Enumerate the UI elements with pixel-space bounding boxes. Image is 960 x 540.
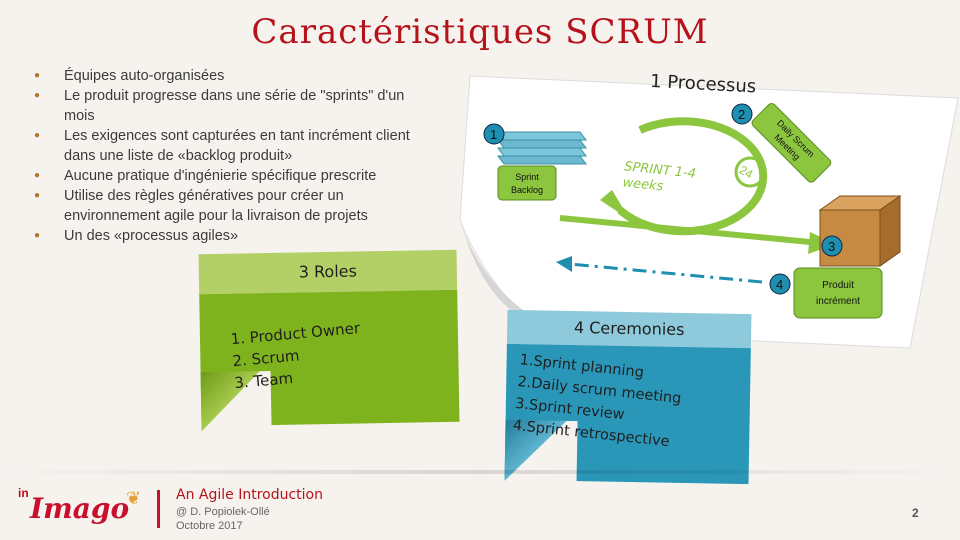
step-4-number: 4 xyxy=(776,277,783,292)
sprint-backlog-label: Sprint xyxy=(515,172,539,182)
roles-list: 1. Product Owner 2. Scrum 3. Team xyxy=(230,317,365,394)
daily-cycle-24: 24 xyxy=(737,163,756,182)
step-1-number: 1 xyxy=(490,127,497,142)
svg-text:Backlog: Backlog xyxy=(511,185,543,195)
step-4-badge xyxy=(769,273,791,295)
slide-title: Caractéristiques SCRUM xyxy=(251,12,709,52)
bullet-item: Le produit progresse dans une série de "… xyxy=(34,86,434,126)
page-number: 2 xyxy=(912,506,919,520)
bullet-item: Utilise des règles génératives pour crée… xyxy=(34,186,434,226)
step-3-number: 3 xyxy=(828,239,835,254)
daily-scrum-box xyxy=(751,102,832,183)
inimago-logo: in Imago ❦ xyxy=(18,486,142,525)
bullet-item: Les exigences sont capturées en tant inc… xyxy=(34,126,434,166)
bullet-item: Un des «processus agiles» xyxy=(34,226,434,246)
footer-divider xyxy=(0,470,960,474)
footer-separator xyxy=(157,490,160,528)
svg-text:weeks: weeks xyxy=(622,175,664,194)
daily-cycle xyxy=(734,156,766,188)
product-increment-label: Produit xyxy=(822,280,854,291)
author: @ D. Popiolek-Ollé xyxy=(176,506,270,518)
return-arrow xyxy=(569,262,763,284)
sprint-text: SPRINT 1-4 xyxy=(623,159,696,181)
step-3-badge xyxy=(821,235,843,257)
bullet-item: Équipes auto-organisées xyxy=(34,66,434,86)
date: Octobre 2017 xyxy=(176,520,243,532)
main-arrow xyxy=(559,215,811,245)
bullet-item: Aucune pratique d'ingénierie spécifique … xyxy=(34,166,434,186)
bullet-list: Équipes auto-organisées Le produit progr… xyxy=(34,66,434,246)
process-svg: 1 Processus 1 Sprint Backlog SPRINT 1-4 … xyxy=(459,71,959,349)
svg-text:incrément: incrément xyxy=(816,296,860,307)
step-2-badge xyxy=(731,103,753,125)
product-increment-box xyxy=(793,267,883,319)
sprint-backlog-box xyxy=(497,165,557,201)
process-diagram: 1 Processus 1 Sprint Backlog SPRINT 1-4 … xyxy=(440,70,960,360)
ceremonies-note: 4 Ceremonies 1.Sprint planning 2.Daily s… xyxy=(504,309,752,485)
butterfly-icon: ❦ xyxy=(126,488,142,508)
step-2-number: 2 xyxy=(738,107,745,122)
backlog-stack xyxy=(497,131,587,165)
sprint-cycle-head xyxy=(600,190,630,220)
return-arrow-head xyxy=(556,256,572,272)
course-title: An Agile Introduction xyxy=(176,487,323,503)
ceremonies-list: 1.Sprint planning 2.Daily scrum meeting … xyxy=(512,349,685,454)
roles-note: 3 Roles 1. Product Owner 2. Scrum 3. Tea… xyxy=(198,249,460,433)
step-1-badge xyxy=(483,123,505,145)
